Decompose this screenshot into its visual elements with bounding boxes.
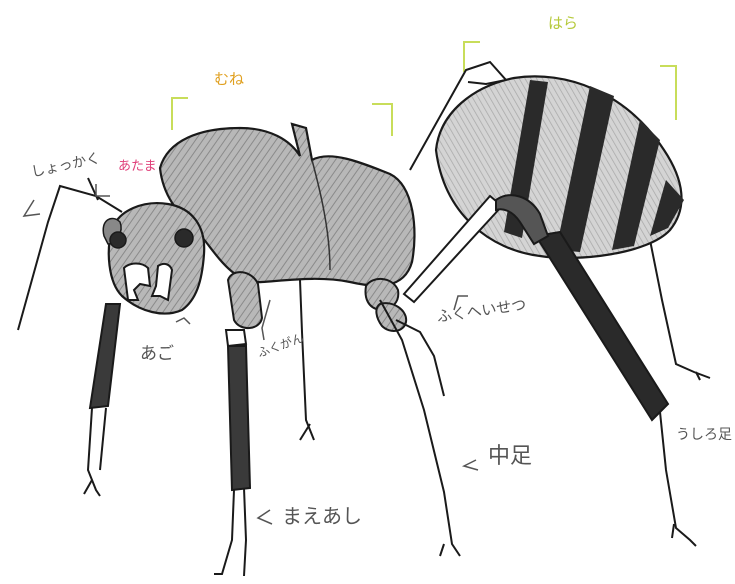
coxa xyxy=(226,272,262,346)
label-mune: むね xyxy=(214,72,244,87)
left-eye xyxy=(110,232,126,248)
label-hara: はら xyxy=(548,16,578,31)
label-naka-ashi: 中足 xyxy=(488,446,532,468)
label-ushiro-ashi: うしろ足 xyxy=(676,428,732,442)
bracket-mune xyxy=(172,98,392,136)
label-ago: あご xyxy=(140,346,174,363)
label-atama: あたま xyxy=(118,160,157,173)
label-mae-ashi: まえあし xyxy=(282,506,362,526)
right-eye xyxy=(175,229,193,247)
